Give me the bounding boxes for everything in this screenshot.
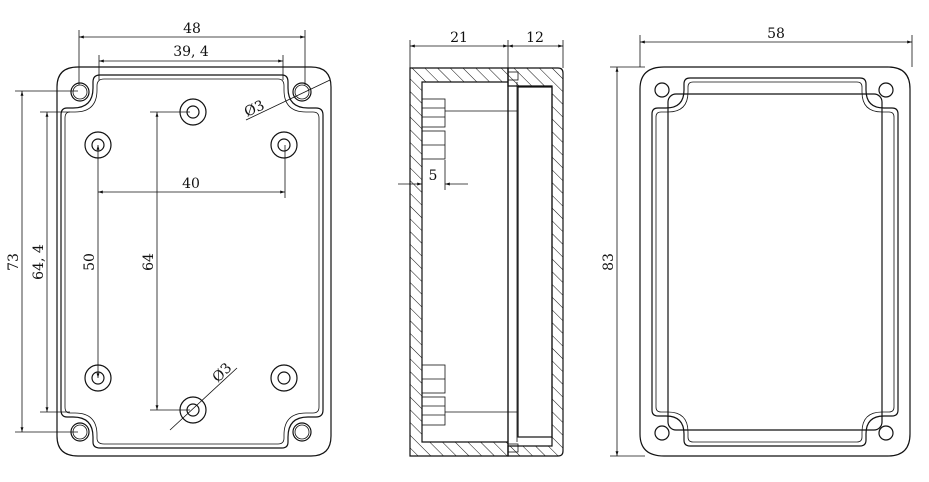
corner-holes: [70, 82, 312, 442]
dim-lid-height: 83: [601, 253, 617, 271]
lid-view: 58 83: [601, 26, 913, 457]
gasket-outer: [60, 74, 324, 449]
front-view: 48 39, 4 40 73 64, 4 50 64 Ø3 Ø3: [6, 21, 332, 457]
dim-lid-depth: 12: [526, 30, 544, 46]
gasket-inner: [64, 78, 320, 445]
dim-base-depth: 21: [450, 30, 468, 46]
dim-boss-spacing-center: 64: [141, 253, 157, 271]
lid-outline: [639, 66, 911, 457]
dim-hole-diameter-bottom: Ø3: [210, 360, 236, 386]
dim-width-hole-pitch: 39, 4: [173, 44, 209, 60]
dim-height-outer: 73: [6, 253, 22, 271]
side-section-view: 21 12 5: [398, 30, 564, 457]
dim-width-outer: 48: [183, 21, 201, 37]
body-outline: [56, 66, 332, 457]
dim-lid-width: 58: [767, 26, 785, 42]
dim-rib-depth: 5: [429, 168, 438, 184]
dim-boss-spacing-vertical: 50: [82, 253, 98, 271]
dim-height-hole-pitch: 64, 4: [31, 244, 47, 280]
dim-hole-diameter-top: Ø3: [242, 98, 267, 121]
dim-boss-spacing-horizontal: 40: [182, 176, 200, 192]
ribs: [421, 98, 517, 426]
mounting-bosses: [84, 98, 298, 424]
